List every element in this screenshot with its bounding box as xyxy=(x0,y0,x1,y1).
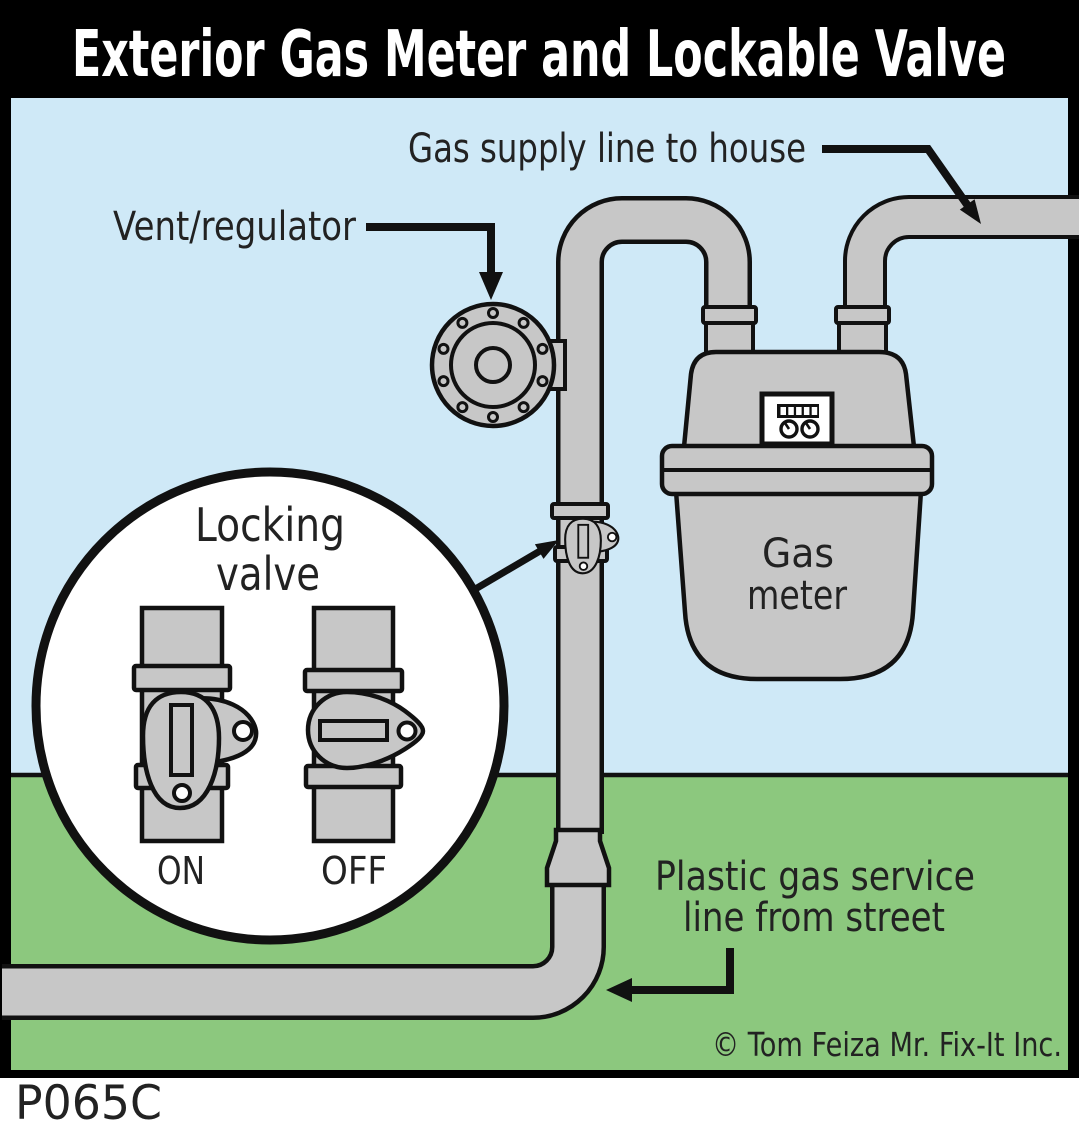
plastic-service-pipe xyxy=(2,878,606,1020)
gas-meter-label-line1: Gas xyxy=(762,531,834,577)
gas-supply-label: Gas supply line to house xyxy=(408,126,806,172)
riser-pipe xyxy=(556,196,752,834)
callout-title-line1: Locking xyxy=(195,498,345,552)
plastic-service-label-line1: Plastic gas service xyxy=(655,854,975,900)
callout-title-line2: valve xyxy=(216,547,320,601)
transition-coupling xyxy=(544,827,612,888)
locking-valve-callout: Locking valve ON OFF xyxy=(31,467,509,945)
gas-meter-label-line2: meter xyxy=(747,573,847,619)
valve-upper-collar xyxy=(550,502,610,520)
round-flange-regulator-icon xyxy=(429,301,567,429)
riser-locking-valve xyxy=(550,502,620,575)
valve-off-example: OFF xyxy=(302,605,423,893)
odometer-and-dials-icon xyxy=(759,391,835,447)
gas-meter: Gas meter xyxy=(659,349,935,682)
gas-supply-pipe-to-house xyxy=(843,195,1079,340)
page-title: Exterior Gas Meter and Lockable Valve xyxy=(72,18,1006,92)
flange-bolt-holes xyxy=(437,307,549,423)
valve-off-label: OFF xyxy=(321,849,387,893)
vent-regulator-arrow xyxy=(366,223,503,300)
plastic-service-arrow xyxy=(606,948,734,1002)
plastic-service-label-line2: line from street xyxy=(683,895,945,941)
valve-on-example: ON xyxy=(131,605,256,893)
gas-meter-tank-icon xyxy=(673,488,924,682)
gas-supply-arrow xyxy=(822,145,981,224)
callout-pointer-arrow xyxy=(470,540,559,595)
vent-regulator-label: Vent/regulator xyxy=(113,204,356,250)
valve-on-label: ON xyxy=(157,849,205,893)
diagram-code: P065C xyxy=(15,1076,162,1124)
copyright-text: © Tom Feiza Mr. Fix-It Inc. xyxy=(712,1025,1062,1064)
